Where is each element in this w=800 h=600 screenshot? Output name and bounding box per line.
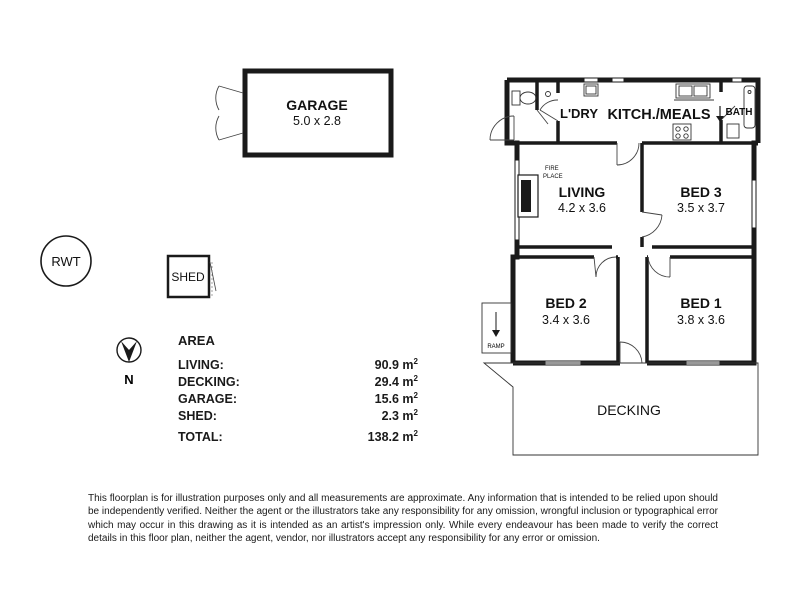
bath-label: BATH — [725, 107, 752, 118]
rainwater-tank: RWT — [40, 235, 92, 287]
decking: DECKING — [482, 362, 759, 456]
area-row-label: GARAGE: — [178, 392, 238, 406]
area-total-value: 138.2 m2 — [367, 429, 418, 444]
bed2-dims: 3.4 x 3.6 — [542, 313, 590, 327]
garage-outline — [242, 68, 394, 158]
rwt-circle — [40, 235, 92, 287]
area-row-label: LIVING: — [178, 358, 224, 372]
area-row-label: SHED: — [178, 409, 217, 423]
area-row-label: DECKING: — [178, 375, 240, 389]
bed2-label: BED 2 — [545, 295, 586, 311]
fireplace-icon: FIRE PLACE — [517, 166, 563, 218]
floor-plan-diagram: GARAGE 5.0 x 2.8 RWT SHED N — [40, 68, 761, 456]
decking-outline — [482, 362, 759, 456]
ramp-outline — [481, 302, 512, 354]
ramp: RAMP — [481, 302, 512, 354]
living-label: LIVING — [559, 184, 606, 200]
ramp-arrow-icon — [492, 330, 500, 337]
shed: SHED — [166, 254, 217, 299]
north-label: N — [124, 372, 133, 387]
kitchen-label: KITCH./MEALS — [607, 107, 710, 123]
bed1-label: BED 1 — [680, 295, 721, 311]
garage: GARAGE 5.0 x 2.8 — [215, 68, 394, 158]
bed3-dims: 3.5 x 3.7 — [677, 201, 725, 215]
garage-door-icon — [215, 85, 244, 141]
toilet-icon — [511, 90, 551, 106]
area-title: AREA — [178, 333, 215, 348]
kitchen-sink-icon — [674, 83, 714, 101]
area-row-total: TOTAL: 138.2 m2 — [178, 429, 418, 446]
rwt-label: RWT — [51, 254, 80, 269]
bath-access-arrow-icon — [716, 106, 724, 122]
house: FIRE PLACE — [489, 77, 761, 366]
area-row-decking: DECKING: 29.4 m2 — [178, 374, 418, 391]
area-row-value: 15.6 m2 — [374, 391, 418, 406]
door-swings — [489, 99, 736, 364]
laundry-label: L'DRY — [560, 106, 598, 121]
area-total-label: TOTAL: — [178, 430, 223, 444]
bed1-dims: 3.8 x 3.6 — [677, 313, 725, 327]
svg-text:PLACE: PLACE — [543, 174, 563, 180]
living-dims: 4.2 x 3.6 — [558, 201, 606, 215]
shed-outline — [166, 254, 211, 299]
area-table: LIVING: 90.9 m2 DECKING: 29.4 m2 GARAGE:… — [178, 357, 418, 446]
bed3-label: BED 3 — [680, 184, 721, 200]
area-row-living: LIVING: 90.9 m2 — [178, 357, 418, 374]
svg-text:FIRE: FIRE — [545, 166, 559, 172]
area-row-value: 29.4 m2 — [374, 374, 418, 389]
shed-door-icon — [209, 261, 217, 292]
house-interior-walls — [513, 80, 754, 363]
garage-dims: 5.0 x 2.8 — [293, 114, 341, 128]
decking-label: DECKING — [597, 402, 661, 418]
bathtub-icon — [726, 85, 756, 139]
laundry-tub-icon — [583, 83, 599, 97]
area-row-value: 2.3 m2 — [381, 408, 418, 423]
area-row-garage: GARAGE: 15.6 m2 — [178, 391, 418, 408]
area-row-value: 90.9 m2 — [374, 357, 418, 372]
ramp-label: RAMP — [487, 344, 504, 350]
stove-icon — [672, 123, 692, 141]
shed-label: SHED — [171, 270, 205, 284]
disclaimer-text: This floorplan is for illustration purpo… — [88, 493, 718, 545]
north-arrow-icon: N — [116, 337, 142, 387]
area-row-shed: SHED: 2.3 m2 — [178, 408, 418, 425]
garage-label: GARAGE — [286, 97, 347, 113]
